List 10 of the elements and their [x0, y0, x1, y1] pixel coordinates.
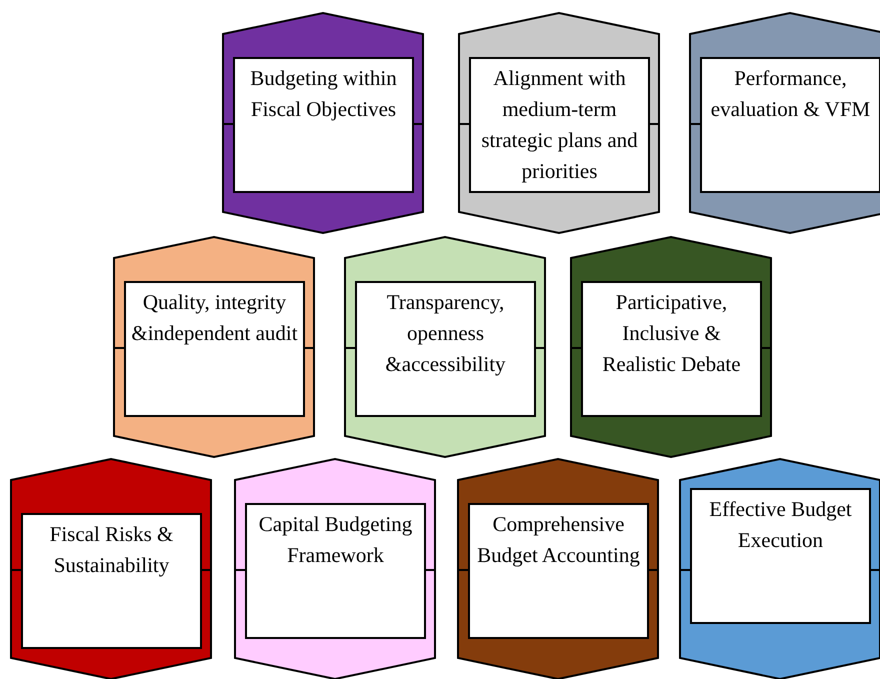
label-panel: Fiscal Risks & Sustainability	[21, 513, 202, 649]
label-panel: Budgeting within Fiscal Objectives	[233, 57, 414, 193]
label-panel: Alignment with medium-term strategic plans and priorities	[469, 57, 650, 193]
label-panel: Transparency, openness &accessibility	[355, 281, 536, 417]
label-panel: Quality, integrity &independent audit	[124, 281, 305, 417]
label-panel: Capital Budgeting Framework	[245, 503, 426, 639]
label-panel: Performance, evaluation & VFM	[700, 57, 880, 193]
label-panel: Comprehensive Budget Accounting	[468, 503, 649, 639]
label-panel: Participative, Inclusive & Realistic Debate	[581, 281, 762, 417]
label-panel: Effective Budget Execution	[690, 488, 871, 624]
